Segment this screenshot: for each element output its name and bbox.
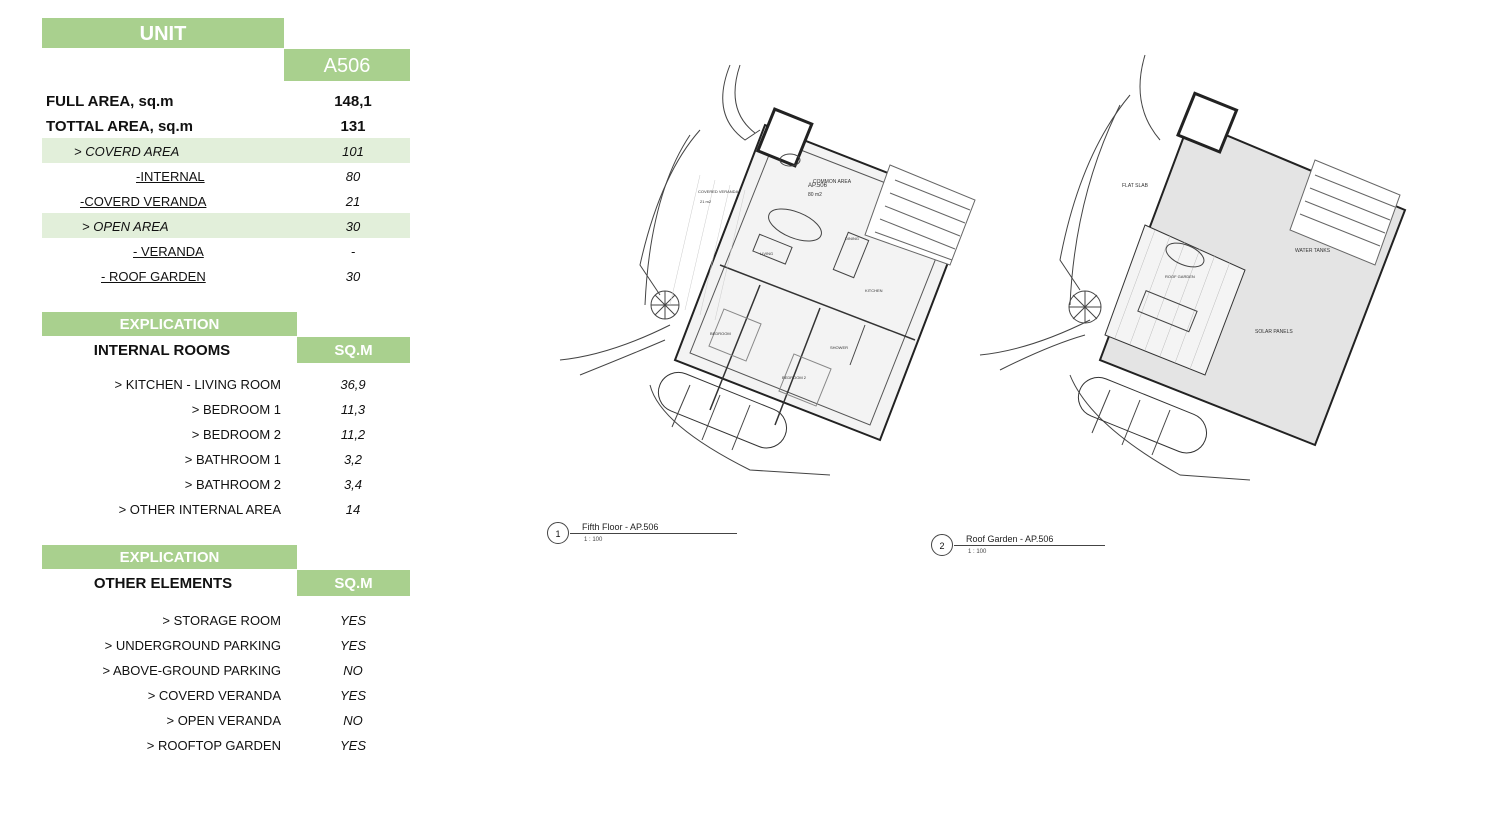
internal-room-value-3: 11,2 (340, 427, 366, 442)
plan1-number-bubble: 1 (547, 522, 569, 544)
plan2-number-bubble: 2 (931, 534, 953, 556)
total-area-label: TOTTAL AREA, sq.m (46, 118, 193, 135)
plan1-dining-label: DINING (845, 236, 859, 241)
internal-room-label-1: > KITCHEN - LIVING ROOM (114, 377, 282, 392)
other-element-label-2: > UNDERGROUND PARKING (104, 638, 281, 653)
other-element-label-4: > COVERD VERANDA (147, 688, 281, 703)
plan2-water-tanks-label: WATER TANKS (1295, 248, 1331, 254)
covered-area-row-bg (42, 138, 410, 163)
covered-veranda-value: 21 (345, 194, 361, 209)
plan2-solar-panels-label: SOLAR PANELS (1255, 329, 1293, 335)
other-element-value-1: YES (339, 613, 366, 628)
internal-room-value-4: 3,2 (343, 452, 363, 467)
other-element-value-5: NO (343, 713, 363, 728)
other-element-value-6: YES (339, 738, 366, 753)
internal-explication-header: EXPLICATION (42, 312, 297, 336)
covered-veranda-label: -COVERD VERANDA (80, 194, 207, 209)
other-element-label-6: > ROOFTOP GARDEN (146, 738, 281, 753)
internal-room-label-2: > BEDROOM 1 (191, 402, 281, 417)
plan1-covered-veranda-label: COVERED VERANDA (698, 189, 739, 194)
internal-room-label-4: > BATHROOM 1 (184, 452, 281, 467)
covered-area-value: 101 (342, 144, 364, 159)
internal-room-value-1: 36,9 (340, 377, 366, 392)
plan2-scale: 1 : 100 (968, 549, 987, 555)
open-area-row-bg (42, 213, 410, 238)
internal-room-label-5: > BATHROOM 2 (184, 477, 281, 492)
other-element-value-4: YES (339, 688, 366, 703)
plan1-kitchen-label: KITCHEN (865, 288, 883, 293)
plan1-apartment-area-label: 80 m2 (808, 192, 822, 198)
roof-garden-label: - ROOF GARDEN (101, 269, 206, 284)
internal-room-value-6: 14 (345, 502, 361, 517)
other-element-label-3: > ABOVE-GROUND PARKING (102, 663, 281, 678)
internal-room-label-3: > BEDROOM 2 (191, 427, 281, 442)
open-area-value: 30 (345, 219, 361, 234)
other-explication-header: EXPLICATION (42, 545, 297, 569)
plan1-veranda-area-label: 21 m2 (700, 199, 712, 204)
other-element-value-3: NO (343, 663, 363, 678)
other-element-label-5: > OPEN VERANDA (166, 713, 281, 728)
veranda-value: - (350, 244, 356, 259)
full-area-label: FULL AREA, sq.m (46, 93, 174, 110)
plan1-apartment-label: AP.506 (808, 183, 828, 189)
full-area-value: 148,1 (334, 93, 372, 110)
roof-garden-plan: FLAT SLAB WATER TANKS SOLAR PANELS ROOF … (979, 54, 1407, 481)
unit-code: A506 (284, 49, 410, 81)
internal-value: 80 (345, 169, 361, 184)
roof-garden-value: 30 (345, 269, 361, 284)
covered-area-label: > COVERD AREA (74, 144, 180, 159)
plan2-roof-garden-label: ROOF GARDEN (1165, 274, 1195, 279)
plan1-bedroom2-label: BEDROOM 2 (782, 375, 807, 380)
plan1-shower-label: SHOWER (830, 345, 848, 350)
internal-sqm-header: SQ.M (297, 337, 410, 363)
plan1-scale: 1 : 100 (584, 537, 603, 543)
plan1-bedroom-label: BEDROOM (710, 331, 731, 336)
other-element-label-1: > STORAGE ROOM (162, 613, 281, 628)
fifth-floor-plan: COMMON AREA AP.506 80 m2 COVERED VERANDA… (559, 64, 976, 476)
total-area-value: 131 (340, 118, 366, 135)
plan1-title-rule (570, 533, 737, 534)
unit-header: UNIT (42, 18, 284, 48)
plan1-title: Fifth Floor - AP.506 (582, 522, 659, 532)
veranda-label: - VERANDA (133, 244, 204, 259)
other-elements-title: OTHER ELEMENTS (93, 575, 233, 592)
other-element-value-2: YES (339, 638, 366, 653)
plan1-living-label: LIVING (760, 251, 773, 256)
internal-room-value-2: 11,3 (340, 402, 366, 417)
internal-label: -INTERNAL (136, 169, 205, 184)
plan2-flat-slab-label: FLAT SLAB (1122, 183, 1149, 189)
plan2-title: Roof Garden - AP.506 (966, 534, 1054, 544)
open-area-label: > OPEN AREA (82, 219, 169, 234)
internal-room-value-5: 3,4 (343, 477, 363, 492)
plan2-title-rule (954, 545, 1105, 546)
plan1-common-area-label: COMMON AREA (813, 179, 852, 185)
other-sqm-header: SQ.M (297, 570, 410, 596)
internal-rooms-title: INTERNAL ROOMS (93, 342, 231, 359)
internal-room-label-6: > OTHER INTERNAL AREA (118, 502, 281, 517)
